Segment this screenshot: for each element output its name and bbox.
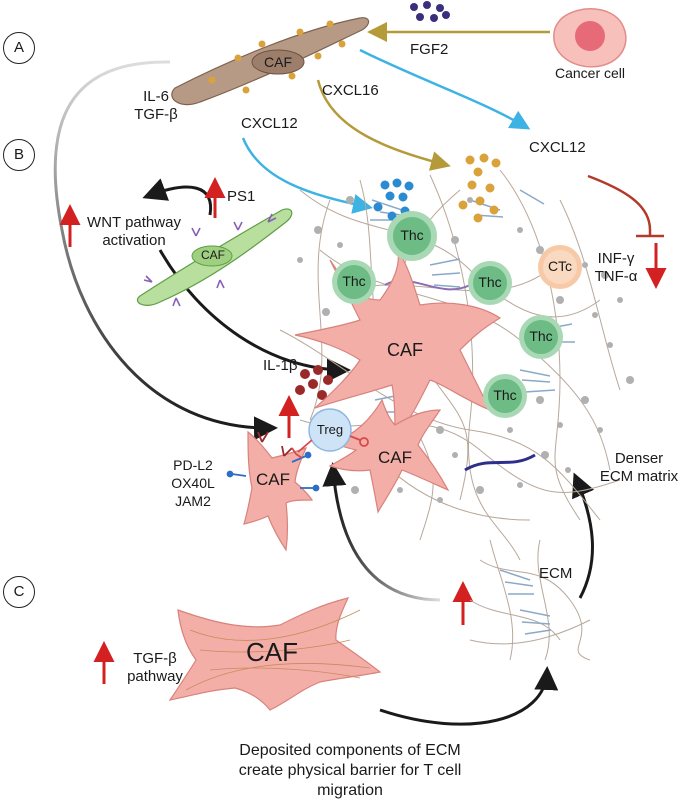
caf-a-label: CAF (264, 54, 292, 70)
section-marker-a: A (3, 32, 35, 64)
tgfb-pathway-label-line1: TGF-β (133, 650, 177, 667)
caf-c-label: CAF (246, 637, 298, 667)
pdl2-label: PD-L2 (173, 457, 213, 473)
thc-label-4: Thc (529, 328, 553, 344)
ecm-to-caf-treg-arrow (322, 462, 441, 602)
denser-ecm-label-line2: ECM matrix (599, 468, 679, 485)
cxcl12-inhibition-line (587, 174, 652, 236)
il6-label: IL-6 (143, 88, 169, 105)
il6-tgfb-to-treg-arrow (53, 60, 278, 441)
section-marker-b: B (3, 139, 35, 171)
caf-second-cell (328, 398, 450, 514)
il1b-cluster (295, 365, 333, 400)
wnt-label-line2: activation (102, 232, 166, 249)
cancer-cell-label: Cancer cell (554, 65, 626, 81)
caf-immunosuppressive-label: CAF (256, 470, 290, 489)
caf-second-label: CAF (378, 448, 412, 467)
cxcl16-cluster (458, 153, 501, 223)
thc-label-2: Thc (342, 273, 366, 289)
cxcl12-right-arrow (359, 48, 531, 130)
caption-line-2: create physical barrier for T cell (238, 762, 462, 779)
thc-cell-1 (387, 211, 437, 261)
cxcl16-arrow (316, 79, 451, 171)
il1b-label: IL-1β (263, 357, 298, 374)
caf-b-green-cell (136, 208, 293, 307)
treg-cell (308, 408, 352, 452)
ox40l-label: OX40L (171, 475, 215, 491)
caf-central-label: CAF (387, 340, 423, 360)
ctc-label: CTc (547, 258, 573, 274)
section-marker-c: C (3, 576, 35, 608)
wnt-activation-arrow (142, 178, 213, 216)
thc-cell-4 (519, 315, 563, 359)
ctc-cell (538, 245, 582, 289)
fgf2-label: FGF2 (410, 41, 449, 58)
ecm-label: ECM (539, 565, 573, 582)
cxcl12-left-label: CXCL12 (241, 115, 298, 132)
figure-caption: Deposited components of ECM create physi… (150, 741, 550, 801)
tgfb-pathway-label-line2: pathway (127, 668, 183, 685)
thc-label-5: Thc (493, 387, 517, 403)
fgf2-dots (410, 1, 450, 22)
ecm-c-blue-fibers (499, 569, 552, 635)
cxcl16-label: CXCL16 (322, 82, 379, 99)
caf-b-label: CAF (201, 248, 225, 262)
caf-central-cell (294, 249, 502, 442)
wnt-label-line1: WNT pathway (87, 214, 181, 231)
jam2-label: JAM2 (175, 493, 211, 509)
thc-label-3: Thc (478, 274, 502, 290)
caf-immunosuppressive-cell (226, 430, 320, 552)
caption-line-1: Deposited components of ECM (239, 742, 461, 759)
treg-label: Treg (316, 422, 344, 437)
treg-receptors (291, 435, 369, 459)
caf-a-cell (171, 17, 370, 106)
infg-label: INF-γ (597, 250, 635, 267)
ecm-to-dense-matrix-arrow (572, 472, 595, 599)
cancer-cell (553, 8, 627, 68)
caf-c-to-ecm-arrow (379, 666, 559, 726)
thc-cell-2 (332, 260, 376, 304)
tgfb-label: TGF-β (134, 106, 178, 123)
ecm-c-fibers (469, 539, 591, 661)
caption-line-3: migration (317, 782, 383, 799)
thc-label-1: Thc (400, 227, 424, 243)
collagen-strand-navy (464, 453, 536, 472)
cxcl12-right-label: CXCL12 (529, 139, 586, 156)
thc-cell-5 (483, 374, 527, 418)
thc-cell-3 (468, 261, 512, 305)
caf-c-cell (168, 597, 382, 711)
cxcl12-cluster (373, 178, 414, 221)
tnfa-label: TNF-α (594, 268, 638, 285)
denser-ecm-label-line1: Denser (614, 450, 664, 467)
ps1-label: PS1 (227, 188, 256, 205)
